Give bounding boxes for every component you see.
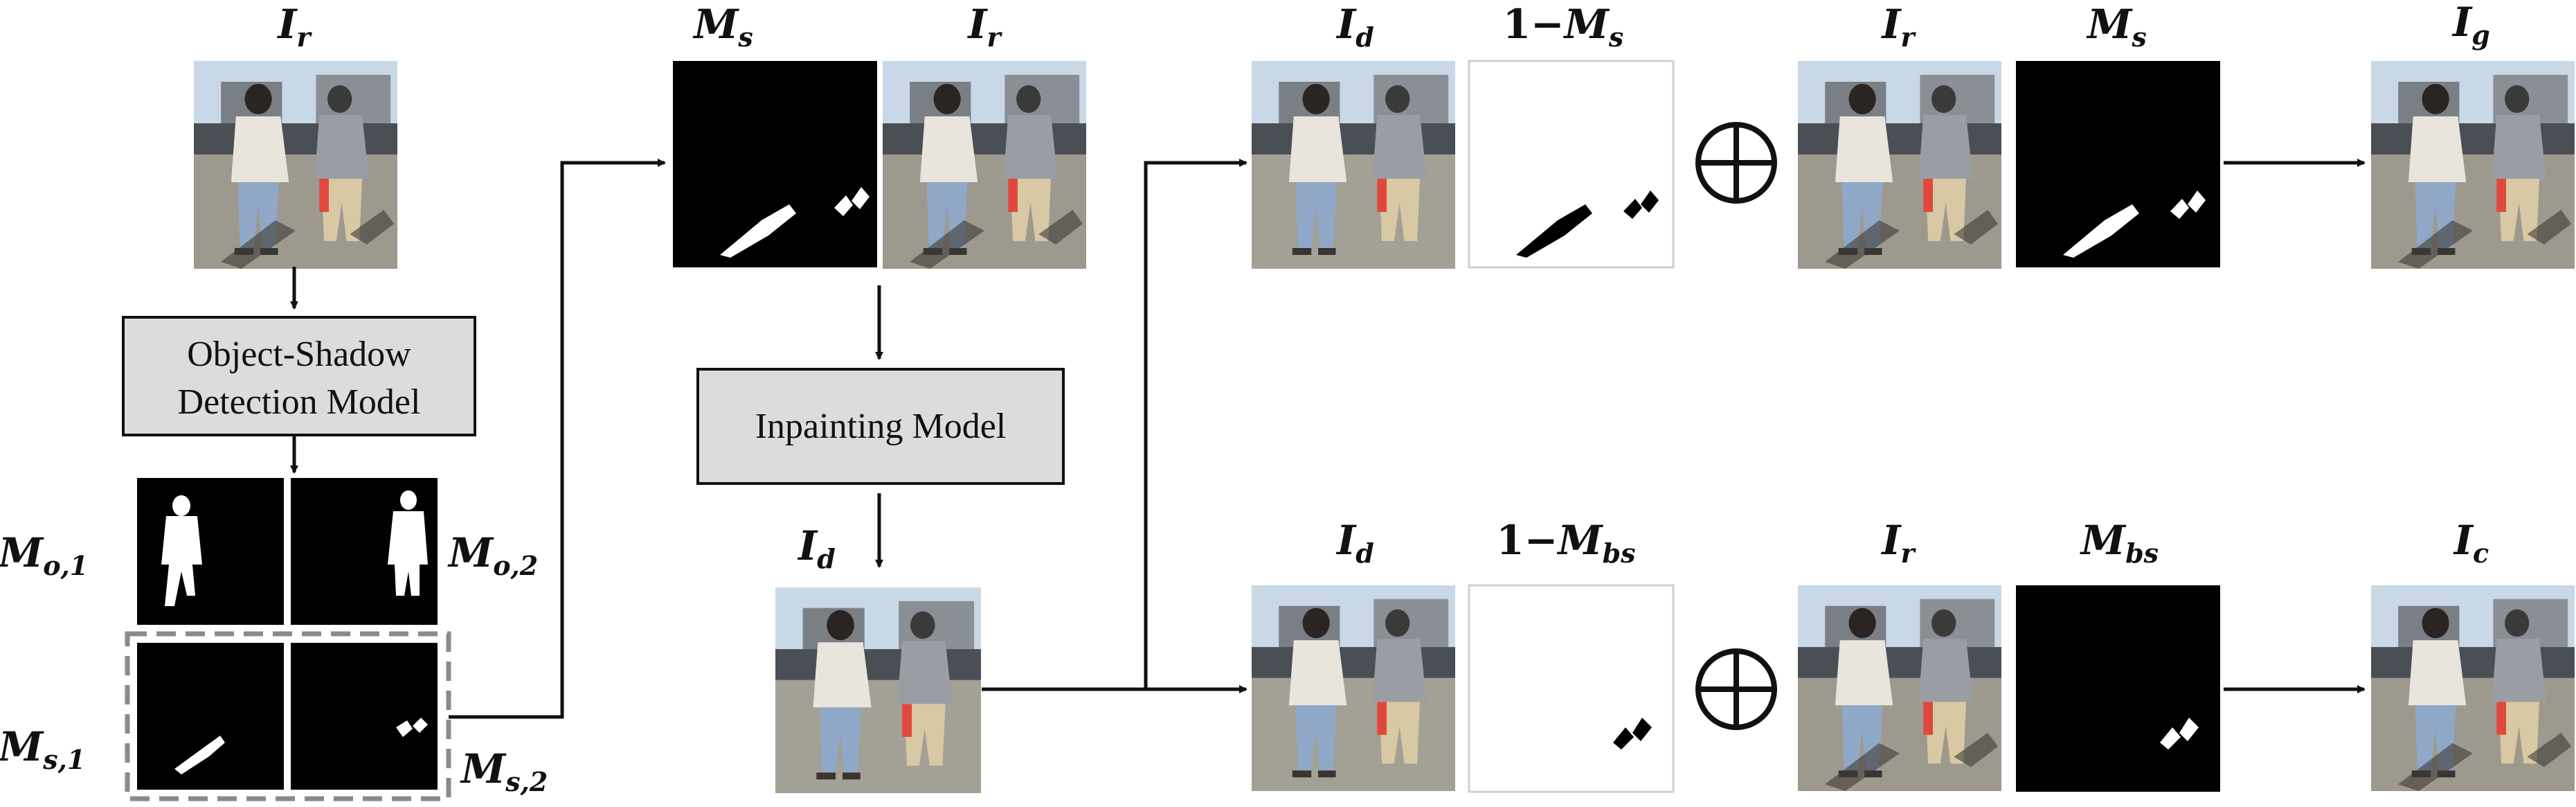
label-id-output: Id — [797, 522, 836, 574]
label-ms-top: Ms — [692, 1, 753, 53]
label-ms-top-branch: Ms — [2086, 1, 2147, 53]
label-id-bottom: Id — [1335, 517, 1374, 569]
label-mbs: Mbs — [2080, 517, 2159, 569]
mask-mbs — [2016, 585, 2220, 792]
detection-box-line2: Detection Model — [178, 382, 421, 422]
shadow-mask-1 — [137, 643, 284, 790]
label-ir-bottom-branch: Ir — [1880, 517, 1916, 569]
label-one-minus-ms: 1−Ms — [1503, 1, 1624, 53]
inpainting-box-label: Inpainting Model — [755, 407, 1007, 446]
shadow-mask-ms — [673, 61, 877, 267]
output-photo-ic — [2371, 585, 2575, 791]
input-photo-ir-2 — [883, 61, 1086, 269]
label-ir-inpaint: Ir — [966, 1, 1002, 53]
label-ms1: Ms,1 — [0, 723, 85, 775]
inpainting-model-box: Inpainting Model — [696, 368, 1065, 485]
label-ms2: Ms,2 — [460, 745, 548, 797]
oplus-bottom — [1695, 648, 1777, 730]
arrow-masks-to-inpainting-input — [449, 159, 666, 719]
label-ir-top: Ir — [276, 1, 312, 53]
photo-id-top — [1252, 61, 1455, 269]
object-mask-2 — [291, 478, 438, 625]
label-ig: Ig — [2451, 0, 2490, 51]
label-ic: Ic — [2453, 517, 2489, 569]
oplus-top — [1695, 122, 1777, 204]
photo-ir-bottom-branch — [1798, 585, 2001, 791]
label-mo2: Mo,2 — [447, 529, 538, 581]
label-ir-top-branch: Ir — [1880, 1, 1916, 53]
photo-id-bottom — [1252, 585, 1455, 791]
inverse-mask-ms — [1468, 60, 1675, 269]
label-one-minus-mbs: 1−Mbs — [1496, 517, 1635, 569]
object-mask-1 — [137, 478, 284, 625]
arrow-id-to-top-branch — [982, 159, 1248, 691]
inpainted-photo-id — [775, 587, 981, 793]
input-photo-ir — [194, 61, 397, 269]
mask-ms-top-branch — [2016, 61, 2220, 267]
detection-model-box: Object-Shadow Detection Model — [122, 316, 476, 436]
output-photo-ig — [2371, 61, 2575, 269]
inverse-mask-mbs — [1468, 584, 1675, 793]
label-mo1: Mo,1 — [0, 529, 88, 581]
label-id-top: Id — [1335, 1, 1374, 53]
shadow-masks-frame — [125, 631, 451, 801]
shadow-mask-2 — [291, 643, 438, 790]
detection-box-line1: Object-Shadow — [187, 335, 411, 374]
photo-ir-top-branch — [1798, 61, 2001, 269]
